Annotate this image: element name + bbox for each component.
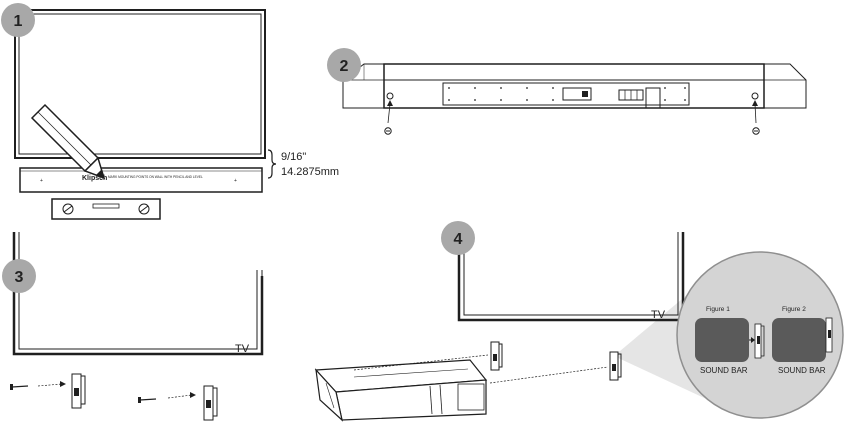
- figure2-title: Figure 2: [782, 306, 806, 313]
- step-badge-2: 2: [327, 48, 361, 82]
- step-badge-4: 4: [441, 221, 475, 255]
- input-jack-block: [562, 87, 592, 101]
- power-inlet: [645, 87, 661, 109]
- measure-inch: 9/16": [281, 151, 306, 163]
- mounting-bracket-icon: [203, 385, 218, 421]
- step-badge-1: 1: [1, 3, 35, 37]
- template-fine-print: MARK MOUNTING POINTS ON WALL WITH PENCIL…: [108, 175, 203, 179]
- measure-mm: 14.2875mm: [281, 166, 339, 178]
- screw-icon: [10, 384, 29, 390]
- keyhole-right: [751, 92, 759, 100]
- screw-icon: [752, 127, 760, 135]
- step-number-3: 3: [15, 269, 24, 286]
- figure1-soundbar: [695, 318, 749, 362]
- detail-inset: Figure 1 SOUND BAR Figure 2 SOUND BAR: [676, 251, 844, 419]
- tv-label: TV: [651, 309, 666, 321]
- soundbar-template: [19, 167, 263, 193]
- figure2-soundbar: [772, 318, 826, 362]
- step-2-panel: [342, 63, 807, 135]
- figure1-bracket-icon: [754, 323, 765, 359]
- step-number-2: 2: [340, 58, 349, 75]
- mounting-bracket-icon: [71, 373, 86, 409]
- tv-outline: [457, 232, 685, 322]
- figure1-caption: SOUND BAR: [700, 366, 748, 375]
- measurement-brace: [267, 149, 277, 179]
- screw-icon: [138, 397, 157, 403]
- mounting-bracket-icon: [490, 341, 503, 371]
- step-number-4: 4: [454, 231, 463, 248]
- keyhole-left: [386, 92, 394, 100]
- figure1-title: Figure 1: [706, 306, 730, 313]
- tv-label: TV: [235, 343, 250, 355]
- pencil-icon: [30, 103, 106, 180]
- screw-icon: [384, 127, 392, 135]
- step-badge-3: 3: [2, 259, 36, 293]
- soundbar-perspective: [314, 359, 488, 422]
- svg-text:+: +: [234, 178, 237, 184]
- step-number-1: 1: [14, 13, 23, 30]
- step-3-panel: TV: [10, 232, 264, 421]
- connector-panel: [442, 82, 690, 106]
- spirit-level: [51, 198, 161, 220]
- figure2-bracket-icon: [825, 317, 833, 353]
- soundbar-right-end: [763, 63, 807, 109]
- tv-screen-inner: [18, 13, 262, 155]
- klipsch-logo: Klipsch: [82, 175, 107, 182]
- soundbar-back: [383, 63, 765, 109]
- svg-text:+: +: [40, 178, 43, 184]
- step-1-panel: Klipsch MARK MOUNTING POINTS ON WALL WIT…: [14, 9, 339, 220]
- figure2-caption: SOUND BAR: [778, 366, 826, 375]
- step-4-panel: TV Figure 1: [314, 232, 844, 422]
- mounting-bracket-icon: [609, 351, 622, 381]
- tv-outline: [12, 232, 264, 356]
